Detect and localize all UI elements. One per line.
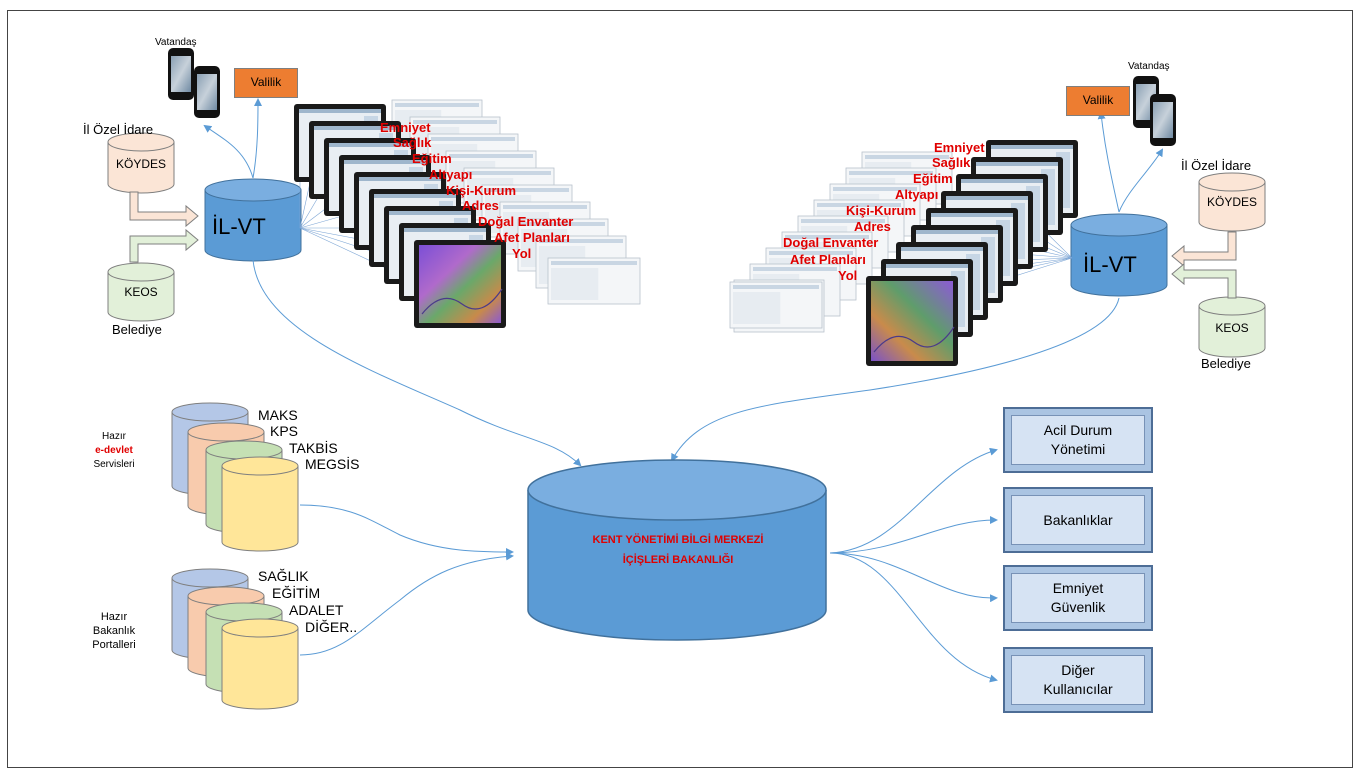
- edevlet-item-1: MAKS: [258, 407, 298, 423]
- ministry-item-4: DİĞER..: [305, 619, 358, 635]
- left-koydes-db: [107, 132, 175, 194]
- edevlet-service-dbs: [171, 402, 299, 552]
- left-layer-9: Yol: [512, 246, 532, 261]
- edevlet-item-3: TAKBİS: [289, 440, 338, 456]
- edevlet-item-4: MEGSİS: [305, 456, 360, 472]
- right-layer-1: Emniyet: [934, 140, 985, 155]
- edevlet-caption-bottom: Servisleri: [93, 459, 135, 470]
- central-connectors: [299, 447, 998, 683]
- right-layer-8: Afet Planları: [790, 252, 866, 267]
- right-governorship-box: Valilik: [1066, 86, 1130, 116]
- right-connectors: [671, 111, 1164, 462]
- right-municipality-label: Belediye: [1201, 356, 1251, 371]
- right-phones: [1133, 76, 1176, 146]
- left-special-admin-label: İl Özel İdare: [83, 122, 154, 137]
- ministry-caption: Hazır Bakanlık Portalleri: [84, 610, 144, 652]
- left-ilvt-label: İL-VT: [212, 214, 266, 239]
- left-koydes-label: KÖYDES: [115, 157, 166, 171]
- edevlet-caption-top: Hazır: [102, 431, 126, 442]
- left-layer-7: Doğal Envanter: [478, 214, 574, 229]
- diagram-frame: [7, 10, 1353, 768]
- right-keos-arrow: [1171, 262, 1237, 299]
- output-emergency-management: Acil Durum Yönetimi: [1003, 407, 1153, 473]
- ministry-caption-top: Hazır: [100, 611, 128, 623]
- left-keos-db: [107, 262, 175, 322]
- output-security-label: Emniyet Güvenlik: [1050, 580, 1106, 615]
- left-citizen-label: Vatandaş: [155, 37, 197, 48]
- ministry-portal-dbs: [171, 568, 299, 710]
- ministry-item-1: SAĞLIK: [258, 568, 309, 584]
- right-ilvt-label: İL-VT: [1083, 252, 1137, 277]
- right-layer-2: Sağlık: [932, 155, 971, 170]
- right-keos-db: [1198, 296, 1266, 358]
- right-layer-4: Altyapı: [895, 187, 939, 202]
- left-keos-arrow: [129, 228, 199, 263]
- left-connectors: [203, 98, 582, 467]
- right-koydes-arrow: [1171, 231, 1237, 268]
- central-db-title-line1: KENT YÖNETİMİ BİLGİ MERKEZİ: [592, 534, 764, 546]
- right-layer-9: Yol: [838, 268, 858, 283]
- left-layer-3: Eğitim: [412, 151, 452, 166]
- right-layer-5: Kişi-Kurum: [846, 203, 917, 218]
- ministry-caption-mid: Bakanlık: [92, 625, 136, 637]
- left-layer-5: Kişi-Kurum: [446, 183, 517, 198]
- right-keos-label: KEOS: [1215, 321, 1249, 335]
- left-screen-stack: [294, 99, 641, 328]
- right-special-admin-label: İl Özel İdare: [1181, 158, 1252, 173]
- left-layer-6: Adres: [462, 198, 499, 213]
- right-layer-7: Doğal Envanter: [783, 235, 879, 250]
- output-emergency-management-label: Acil Durum Yönetimi: [1043, 422, 1113, 457]
- edevlet-caption: Hazır e-devlet Servisleri: [84, 430, 144, 472]
- edevlet-caption-mid: e-devlet: [95, 445, 133, 456]
- left-layer-1: Emniyet: [380, 120, 431, 135]
- central-db: [527, 459, 827, 641]
- left-keos-label: KEOS: [124, 285, 158, 299]
- edevlet-item-2: KPS: [270, 423, 299, 439]
- right-ilvt-db: [1070, 213, 1168, 297]
- central-db-title: KENT YÖNETİMİ BİLGİ MERKEZİ İÇİŞLERİ BAK…: [528, 530, 828, 570]
- output-ministries: Bakanlıklar: [1003, 487, 1153, 553]
- output-ministries-label: Bakanlıklar: [1043, 511, 1113, 528]
- output-other-users: Diğer Kullanıcılar: [1003, 647, 1153, 713]
- right-layer-6: Adres: [854, 219, 891, 234]
- right-koydes-db: [1198, 172, 1266, 232]
- left-governorship-box: Valilik: [234, 68, 298, 98]
- ministry-item-3: ADALET: [289, 602, 344, 618]
- left-layer-8: Afet Planları: [494, 230, 570, 245]
- right-screen-stack: [729, 140, 1078, 366]
- left-phones: [168, 48, 220, 118]
- output-other-users-label: Diğer Kullanıcılar: [1043, 662, 1113, 697]
- central-db-title-line2: İÇİŞLERİ BAKANLIĞI: [622, 554, 734, 566]
- output-security: Emniyet Güvenlik: [1003, 565, 1153, 631]
- right-layer-3: Eğitim: [913, 171, 953, 186]
- left-layer-4: Altyapı: [429, 167, 473, 182]
- left-layer-2: Sağlık: [393, 135, 432, 150]
- ministry-item-2: EĞİTİM: [272, 585, 321, 601]
- right-koydes-label: KÖYDES: [1206, 195, 1257, 209]
- left-koydes-arrow: [129, 191, 199, 228]
- right-citizen-label: Vatandaş: [1128, 61, 1170, 72]
- left-municipality-label: Belediye: [112, 322, 162, 337]
- ministry-caption-bottom: Portalleri: [92, 639, 136, 651]
